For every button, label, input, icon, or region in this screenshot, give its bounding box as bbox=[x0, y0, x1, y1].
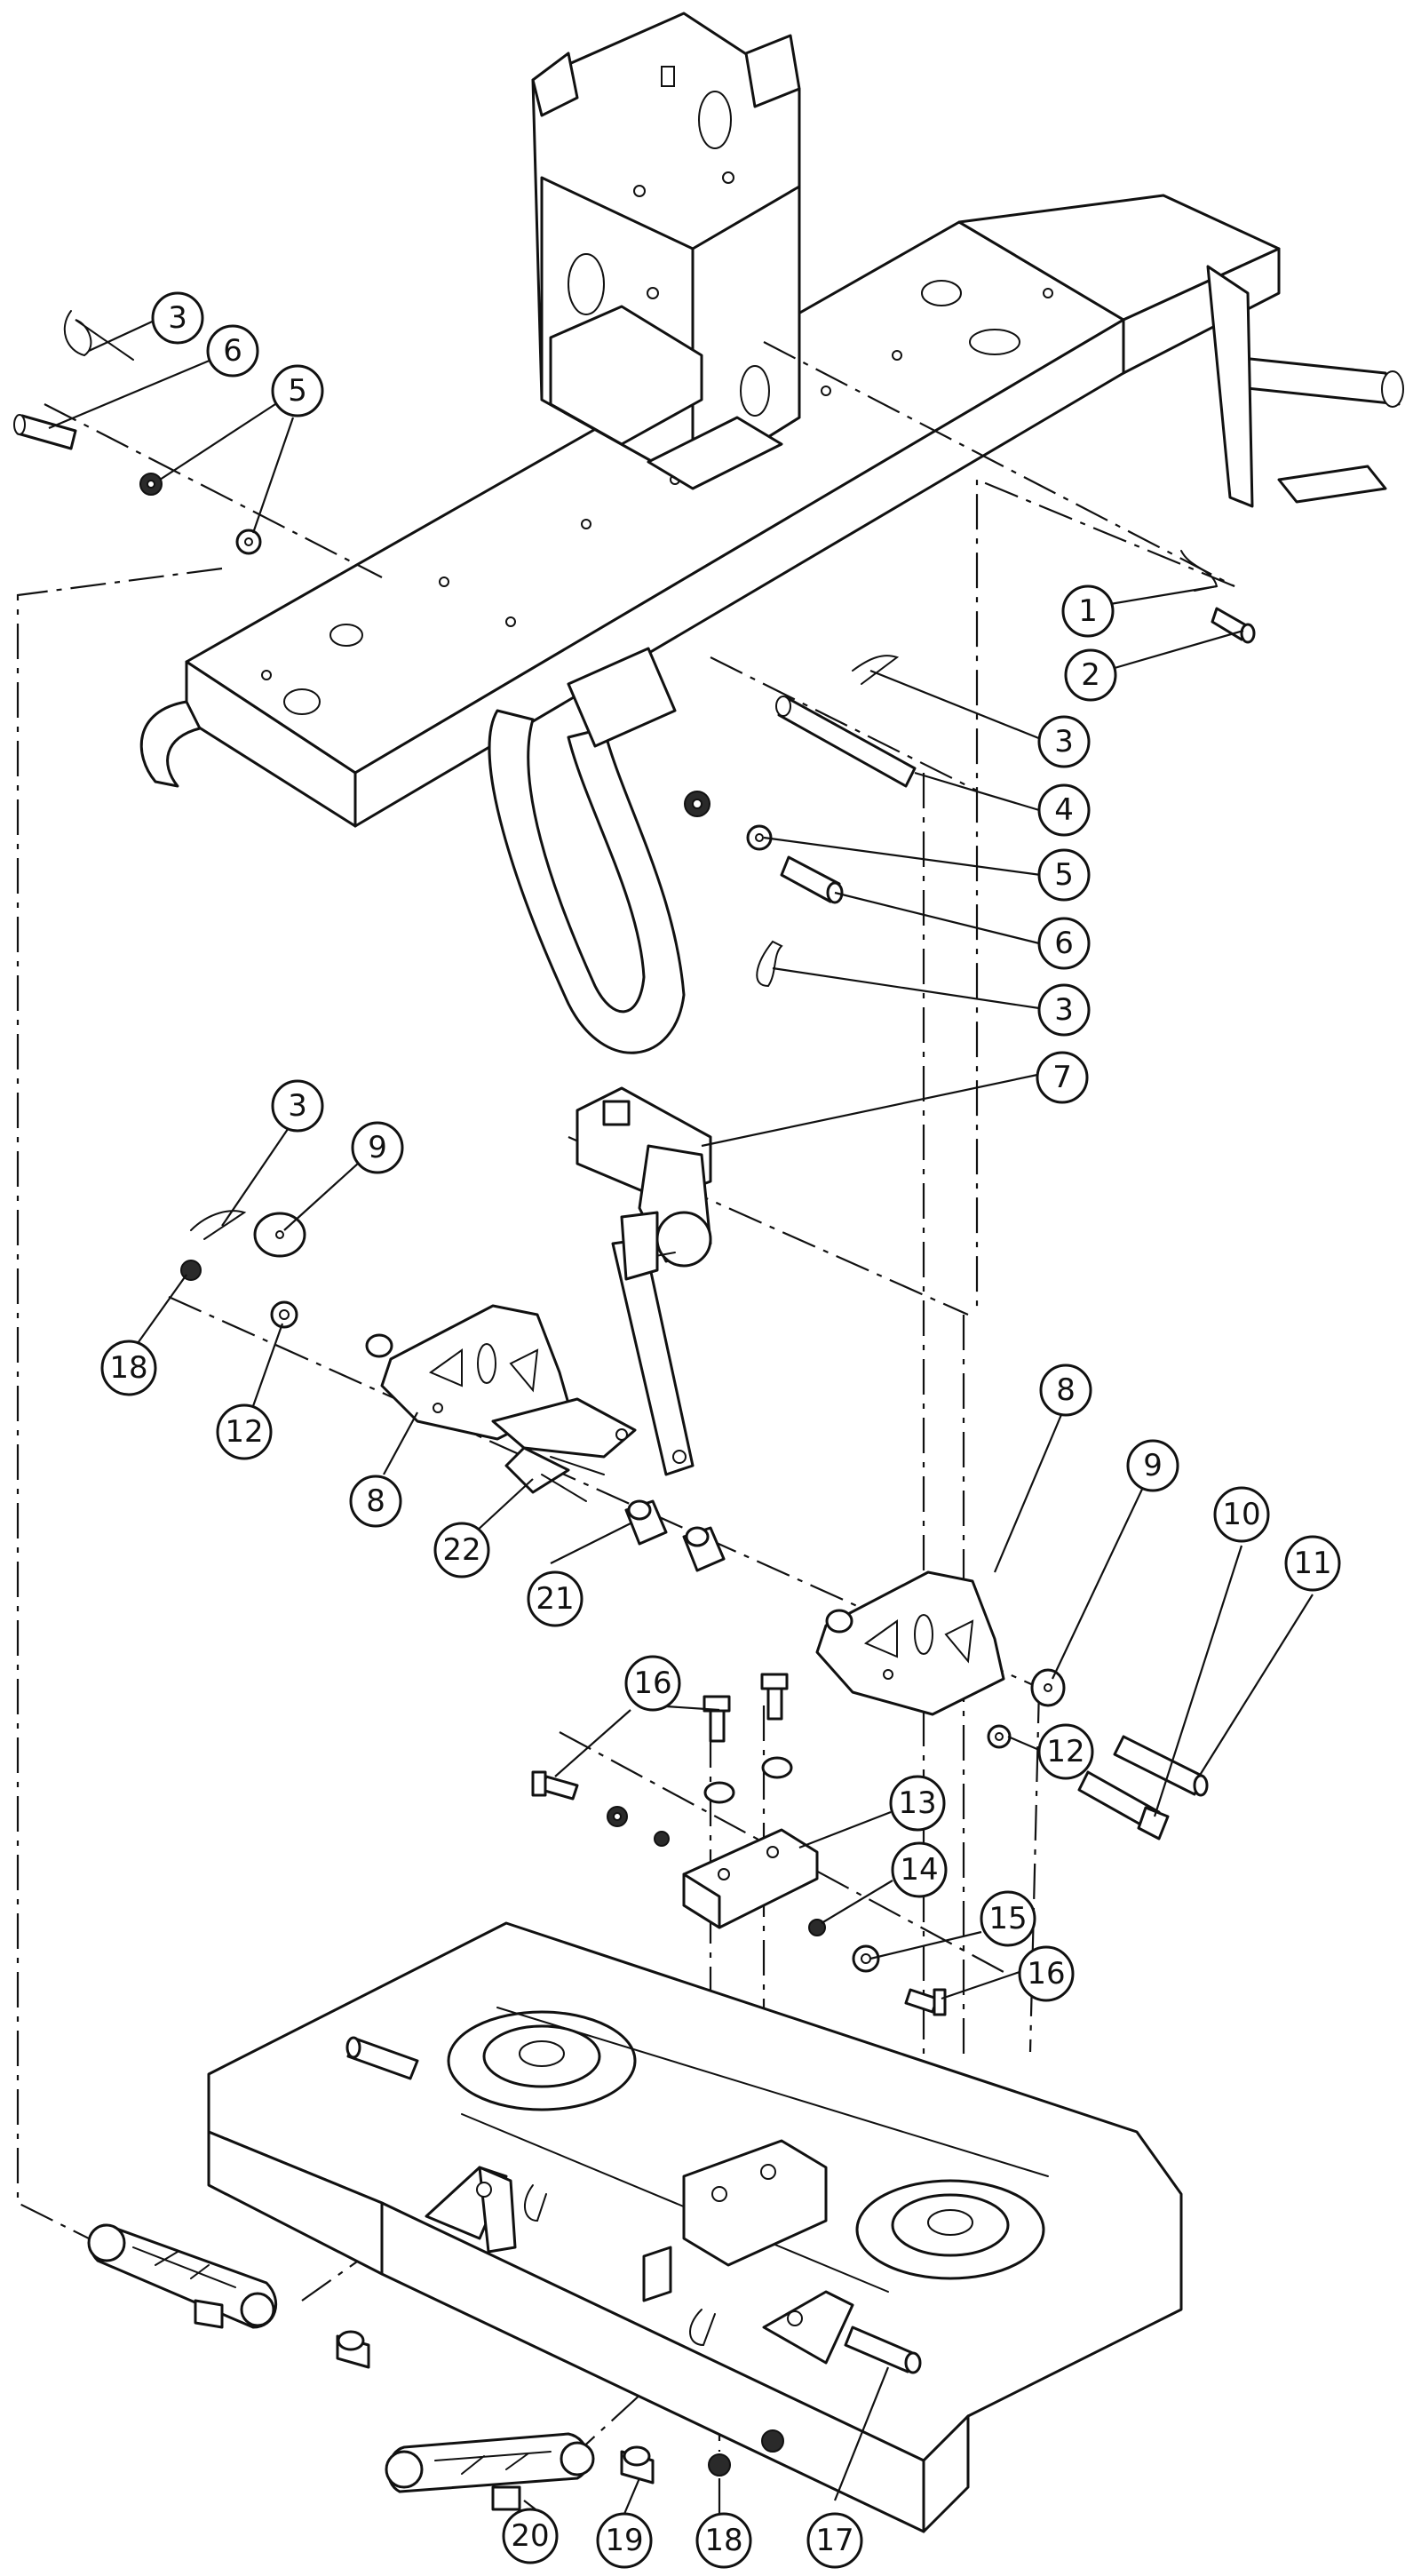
callout-balloons: 3 6 5 1 2 3 4 5 6 3 7 3 9 18 12 8 22 21 … bbox=[100, 291, 1341, 2569]
svg-text:3: 3 bbox=[1054, 724, 1074, 759]
svg-text:4: 4 bbox=[1054, 792, 1074, 828]
lift-bracket-lower bbox=[815, 1570, 1005, 1716]
callout-6a: 6 bbox=[206, 324, 259, 378]
svg-text:10: 10 bbox=[1222, 1497, 1260, 1532]
callout-18b: 18 bbox=[695, 2512, 752, 2569]
svg-text:3: 3 bbox=[1054, 992, 1074, 1028]
callout-2: 2 bbox=[1064, 648, 1117, 702]
svg-text:20: 20 bbox=[511, 2518, 549, 2554]
callout-1: 1 bbox=[1061, 584, 1115, 638]
callout-20: 20 bbox=[502, 2508, 559, 2564]
svg-text:7: 7 bbox=[1052, 1060, 1072, 1095]
svg-text:14: 14 bbox=[900, 1852, 938, 1888]
bushings-21 bbox=[624, 1499, 726, 1572]
svg-text:5: 5 bbox=[1054, 857, 1074, 893]
svg-text:3: 3 bbox=[168, 300, 187, 336]
lift-actuator bbox=[576, 1086, 712, 1476]
callout-15: 15 bbox=[980, 1890, 1036, 1947]
callout-7: 7 bbox=[1036, 1051, 1089, 1104]
callout-14: 14 bbox=[891, 1841, 948, 1898]
callout-10: 10 bbox=[1213, 1486, 1270, 1543]
leader-lines bbox=[48, 317, 1314, 2516]
deck-link-right bbox=[385, 2429, 784, 2511]
callout-5a: 5 bbox=[271, 364, 324, 417]
callout-12a: 12 bbox=[216, 1403, 273, 1460]
callout-16b: 16 bbox=[1018, 1945, 1075, 2002]
svg-text:12: 12 bbox=[1046, 1734, 1084, 1769]
svg-text:16: 16 bbox=[1027, 1956, 1065, 1992]
callout-22: 22 bbox=[433, 1522, 490, 1578]
chassis-frame bbox=[139, 194, 1404, 1054]
svg-text:13: 13 bbox=[898, 1785, 936, 1821]
callout-16a: 16 bbox=[624, 1655, 681, 1712]
callout-6b: 6 bbox=[1037, 917, 1091, 970]
callout-12b: 12 bbox=[1037, 1723, 1094, 1780]
svg-text:9: 9 bbox=[368, 1130, 387, 1165]
svg-text:12: 12 bbox=[225, 1414, 263, 1450]
callout-17: 17 bbox=[806, 2512, 863, 2569]
svg-text:1: 1 bbox=[1078, 593, 1098, 629]
deck-link-left bbox=[87, 2223, 370, 2369]
svg-text:15: 15 bbox=[988, 1901, 1027, 1936]
svg-text:8: 8 bbox=[1056, 1372, 1076, 1408]
callout-3b: 3 bbox=[1037, 715, 1091, 768]
lower-hardware bbox=[531, 1668, 1209, 2016]
svg-text:6: 6 bbox=[223, 333, 242, 369]
svg-text:11: 11 bbox=[1293, 1546, 1331, 1581]
callout-5b: 5 bbox=[1037, 848, 1091, 902]
svg-text:18: 18 bbox=[109, 1350, 147, 1386]
callout-8b: 8 bbox=[1039, 1364, 1092, 1417]
svg-text:9: 9 bbox=[1143, 1448, 1163, 1483]
lift-link-22 bbox=[491, 1397, 637, 1502]
svg-text:21: 21 bbox=[536, 1581, 574, 1617]
svg-text:8: 8 bbox=[366, 1483, 385, 1519]
svg-text:18: 18 bbox=[704, 2523, 742, 2558]
svg-text:3: 3 bbox=[288, 1088, 307, 1124]
mower-deck bbox=[207, 1921, 1183, 2533]
svg-text:6: 6 bbox=[1054, 926, 1074, 961]
callout-9b: 9 bbox=[1126, 1439, 1179, 1492]
callout-8a: 8 bbox=[349, 1475, 402, 1528]
callout-3c: 3 bbox=[1037, 983, 1091, 1037]
callout-3d: 3 bbox=[271, 1079, 324, 1133]
svg-text:16: 16 bbox=[633, 1666, 671, 1701]
callout-18a: 18 bbox=[100, 1340, 157, 1396]
callout-3a: 3 bbox=[151, 291, 204, 345]
svg-text:19: 19 bbox=[605, 2523, 643, 2558]
svg-text:2: 2 bbox=[1081, 657, 1100, 693]
svg-text:17: 17 bbox=[815, 2523, 853, 2558]
steering-tower bbox=[531, 12, 801, 490]
callout-9a: 9 bbox=[351, 1121, 404, 1174]
callout-11: 11 bbox=[1284, 1535, 1341, 1592]
callout-19: 19 bbox=[596, 2512, 653, 2569]
callout-4: 4 bbox=[1037, 783, 1091, 837]
svg-text:22: 22 bbox=[442, 1532, 480, 1568]
callout-21: 21 bbox=[527, 1570, 583, 1627]
callout-13: 13 bbox=[889, 1775, 946, 1832]
svg-text:5: 5 bbox=[288, 373, 307, 409]
